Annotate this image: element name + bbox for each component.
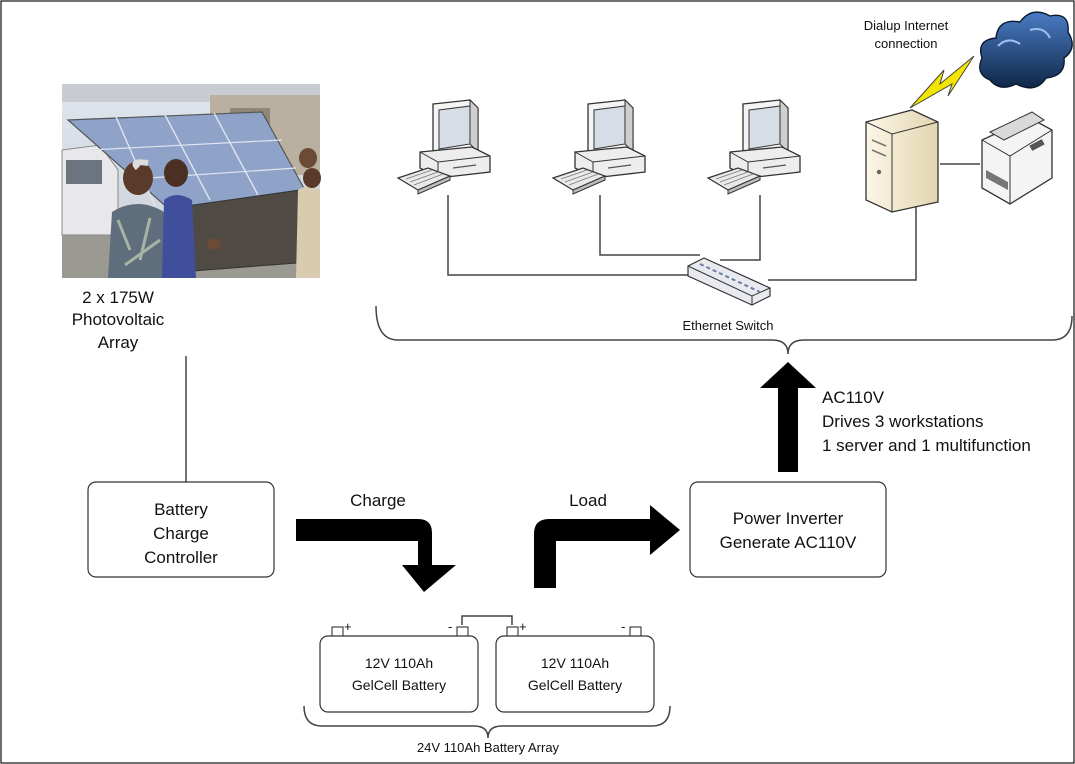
ethernet-switch-icon	[687, 257, 771, 306]
battery-2	[495, 626, 655, 713]
people-figures	[108, 148, 321, 278]
inverter-line-1: Power Inverter	[733, 509, 844, 528]
workstation-1-icon	[397, 99, 491, 195]
battery-1	[319, 626, 479, 713]
ac-output-line-1: AC110V	[822, 388, 885, 407]
workstation-2-icon	[552, 99, 646, 195]
load-label: Load	[569, 491, 607, 510]
charge-arrow	[296, 519, 456, 592]
workstation-3-icon	[707, 99, 801, 195]
internet-cloud-icon	[979, 11, 1073, 89]
battery-1-minus-sign: -	[448, 619, 452, 634]
solar-array-photo	[61, 84, 321, 278]
solar-panel	[66, 111, 306, 211]
internet-label-line-2: connection	[875, 36, 938, 51]
multifunction-printer-icon	[981, 111, 1053, 205]
pv-array-caption-line-2: Photovoltaic	[72, 310, 165, 329]
battery-1-plus-sign: +	[344, 619, 352, 634]
network-cables	[447, 163, 980, 281]
ac-output-arrow	[760, 362, 816, 472]
charge-controller-line-1: Battery	[154, 500, 208, 519]
ac-output-line-3: 1 server and 1 multifunction	[822, 436, 1031, 455]
battery-2-line-2: GelCell Battery	[528, 677, 622, 693]
battery-1-line-2: GelCell Battery	[352, 677, 446, 693]
battery-series-jumper	[461, 615, 513, 625]
charge-label: Charge	[350, 491, 406, 510]
charge-controller-box	[87, 481, 275, 578]
power-inverter-box	[689, 481, 887, 578]
ethernet-switch-label: Ethernet Switch	[682, 318, 773, 333]
server-icon	[865, 109, 939, 213]
internet-label-line-1: Dialup Internet	[864, 18, 949, 33]
battery-2-line-1: 12V 110Ah	[541, 655, 609, 671]
battery-2-minus-sign: -	[621, 619, 625, 634]
network-brace	[375, 305, 1073, 355]
ac-output-line-2: Drives 3 workstations	[822, 412, 984, 431]
load-arrow	[534, 505, 680, 588]
battery-array-label: 24V 110Ah Battery Array	[417, 740, 560, 755]
lightning-bolt-icon	[909, 55, 975, 109]
battery-2-plus-sign: +	[519, 619, 527, 634]
pv-array-caption-line-3: Array	[98, 333, 139, 352]
pv-array-caption-line-1: 2 x 175W	[82, 288, 154, 307]
inverter-line-2: Generate AC110V	[720, 533, 857, 552]
charge-controller-line-2: Charge	[153, 524, 209, 543]
battery-array-brace	[303, 705, 671, 739]
battery-1-line-1: 12V 110Ah	[365, 655, 433, 671]
charge-controller-line-3: Controller	[144, 548, 218, 567]
